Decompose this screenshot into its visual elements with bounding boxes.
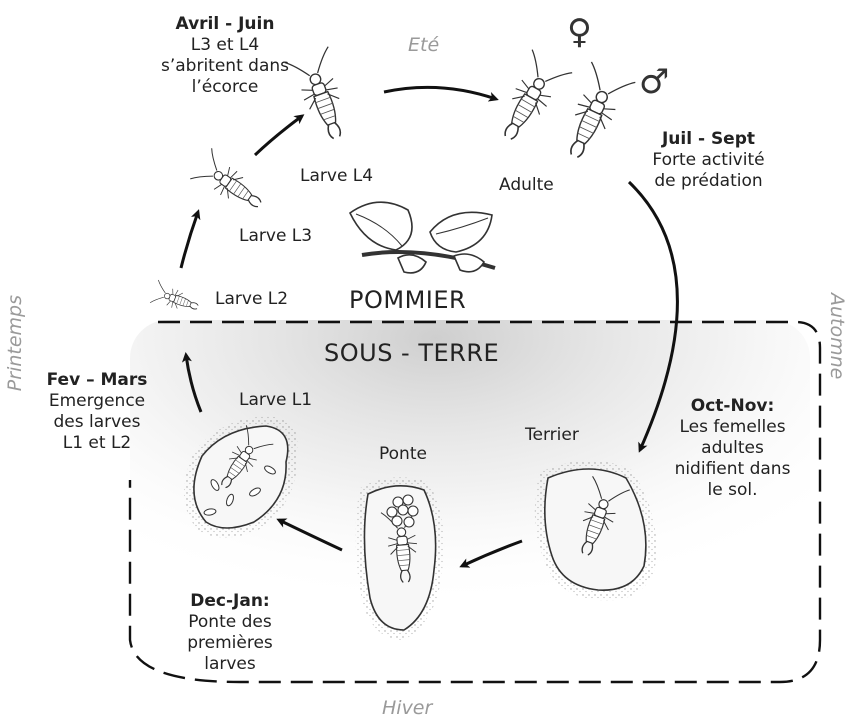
annotation-oct-nov-title: Oct-Nov: [665, 396, 800, 417]
annotation-oct-nov-line: adultes [665, 438, 800, 459]
annotation-dec-jan: Dec-Jan: Ponte des premières larves [170, 591, 290, 675]
earwig-insect-icon [190, 148, 270, 220]
stage-label-adult: Adulte [499, 175, 554, 196]
stage-label-l1: Larve L1 [239, 390, 312, 411]
male-symbol-icon: ♂ [639, 62, 669, 102]
earwig-insect-icon [285, 47, 359, 146]
apple-branch-icon [350, 202, 495, 273]
annotation-oct-nov-line: le sol. [665, 480, 800, 501]
annotation-apr-jun: Avril - Juin L3 et L4 s’abritent dans l’… [155, 14, 295, 98]
arrow-l4-to-adult [384, 87, 496, 99]
annotation-dec-jan-line: premières [170, 633, 290, 654]
earwig-insect-icon [552, 62, 635, 166]
annotation-dec-jan-title: Dec-Jan: [170, 591, 290, 612]
annotation-feb-mar-line: des larves [37, 412, 157, 433]
tree-label: POMMIER [349, 290, 466, 311]
annotation-apr-jun-line: l’écorce [155, 77, 295, 98]
female-symbol-icon: ♀ [567, 12, 592, 52]
annotation-feb-mar-line: Emergence [37, 391, 157, 412]
annotation-apr-jun-title: Avril - Juin [155, 14, 295, 35]
underground-label: SOUS - TERRE [324, 343, 499, 364]
annotation-oct-nov: Oct-Nov: Les femelles adultes nidifient … [665, 396, 800, 501]
earwig-insect-icon [150, 280, 202, 319]
stage-label-burrow: Terrier [525, 425, 579, 446]
stage-label-laying: Ponte [379, 444, 427, 465]
annotation-feb-mar: Fev – Mars Emergence des larves L1 et L2 [37, 370, 157, 454]
annotation-dec-jan-line: Ponte des [170, 612, 290, 633]
annotation-jul-sep: Juil - Sept Forte activité de prédation [641, 129, 776, 192]
season-winter: Hiver [382, 697, 432, 719]
stage-label-l2: Larve L2 [215, 289, 288, 310]
earwig-insect-icon [488, 50, 572, 149]
arrow-l3-to-l4 [255, 116, 302, 155]
annotation-oct-nov-line: nidifient dans [665, 459, 800, 480]
annotation-jul-sep-line: de prédation [641, 171, 776, 192]
annotation-dec-jan-line: larves [170, 654, 290, 675]
annotation-feb-mar-line: L1 et L2 [37, 433, 157, 454]
arrow-l2-to-l3 [181, 212, 198, 268]
season-summer: Eté [408, 34, 439, 56]
annotation-jul-sep-line: Forte activité [641, 150, 776, 171]
season-spring: Printemps [4, 295, 26, 391]
annotation-oct-nov-line: Les femelles [665, 417, 800, 438]
annotation-jul-sep-title: Juil - Sept [641, 129, 776, 150]
annotation-feb-mar-title: Fev – Mars [37, 370, 157, 391]
annotation-apr-jun-line: L3 et L4 [155, 35, 295, 56]
stage-label-l4: Larve L4 [300, 166, 373, 187]
season-autumn: Automne [826, 293, 847, 379]
annotation-apr-jun-line: s’abritent dans [155, 56, 295, 77]
stage-label-l3: Larve L3 [239, 226, 312, 247]
